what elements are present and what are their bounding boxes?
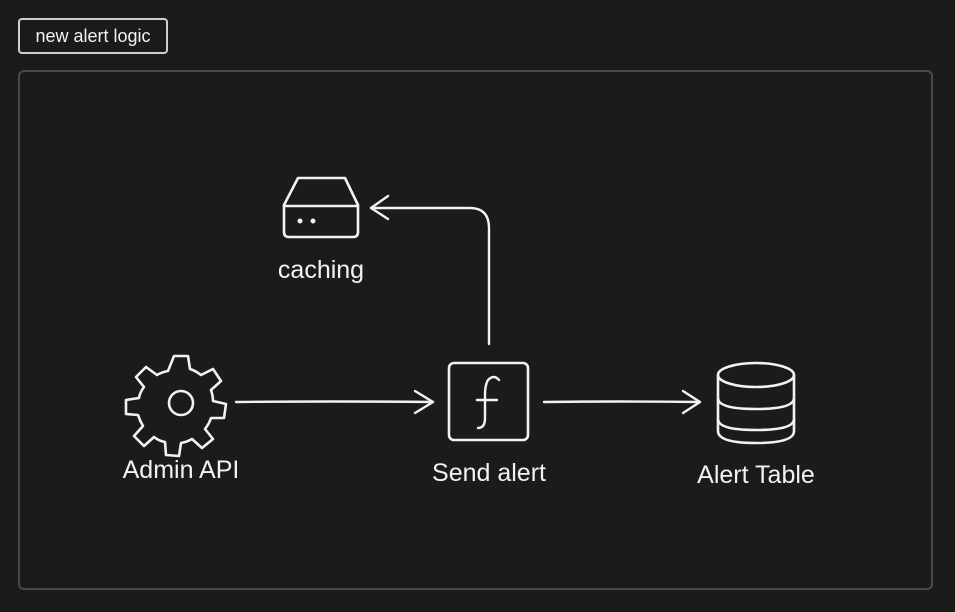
send-alert-label: Send alert	[432, 459, 546, 487]
arrow-send-to-table	[542, 389, 702, 415]
function-icon[interactable]	[447, 361, 530, 442]
diagram-title: new alert logic	[18, 18, 168, 54]
database-icon[interactable]	[716, 361, 796, 445]
arrow-send-to-caching	[369, 194, 491, 346]
caching-label: caching	[277, 256, 365, 284]
admin-api-label: Admin API	[122, 456, 240, 484]
server-icon[interactable]	[282, 176, 360, 239]
diagram-frame	[18, 70, 933, 590]
arrow-admin-to-send	[234, 389, 435, 415]
alert-table-label: Alert Table	[697, 461, 815, 489]
gear-icon[interactable]	[124, 354, 228, 458]
